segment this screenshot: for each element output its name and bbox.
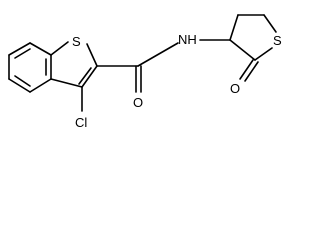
atom-label-amide-nh: NH [178, 32, 197, 47]
atom-label-sulfur-thiophene: S [72, 34, 81, 49]
bond-c-n [137, 42, 179, 67]
bond [50, 78, 83, 88]
bond [254, 47, 273, 61]
bond-c-o [239, 59, 254, 80]
thiolactone-ring [229, 14, 277, 82]
bond [263, 14, 277, 33]
bond [29, 42, 52, 56]
chemical-structure: S Cl O NH S O [8, 14, 282, 130]
bond [86, 43, 98, 67]
bond [8, 42, 31, 56]
bond [81, 65, 98, 88]
atom-label-chlorine: Cl [75, 115, 87, 130]
atom-label-oxygen-lactone: O [230, 81, 240, 96]
double-bond-inner [78, 67, 92, 85]
bond [229, 39, 256, 61]
double-bond-inner [14, 48, 31, 59]
double-bond-inner [14, 75, 31, 87]
benzene-ring [8, 42, 52, 93]
bond [229, 14, 239, 41]
carboxamide-group [96, 42, 179, 93]
bond [29, 78, 52, 93]
atom-label-sulfur-thiolactone: S [273, 33, 282, 48]
bond [50, 41, 69, 56]
thiophene-ring [50, 41, 98, 88]
atom-label-oxygen-amide: O [133, 95, 143, 110]
bond-c-o [244, 61, 259, 82]
bond [8, 78, 31, 93]
